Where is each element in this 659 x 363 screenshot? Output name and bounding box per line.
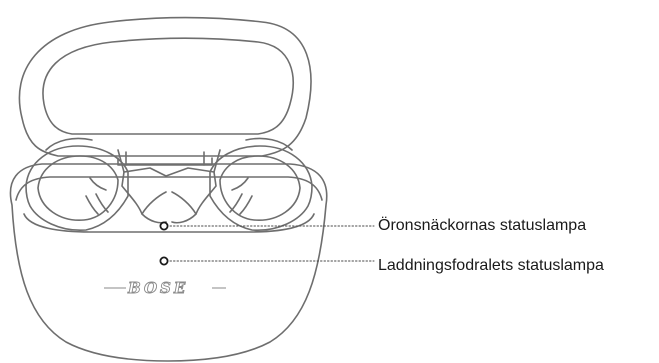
case-body bbox=[10, 164, 326, 361]
bose-logo-text: BOSE bbox=[127, 279, 188, 297]
left-earbud bbox=[26, 138, 128, 230]
right-earbud bbox=[210, 138, 312, 230]
bose-logo: BOSE bbox=[104, 279, 226, 297]
case-lid bbox=[19, 18, 311, 166]
earbuds-status-label: Öronsnäckornas statuslampa bbox=[378, 217, 586, 235]
earbuds-status-light bbox=[160, 222, 167, 229]
case-status-label: Laddningsfodralets statuslampa bbox=[378, 257, 604, 275]
case-status-light bbox=[160, 257, 167, 264]
